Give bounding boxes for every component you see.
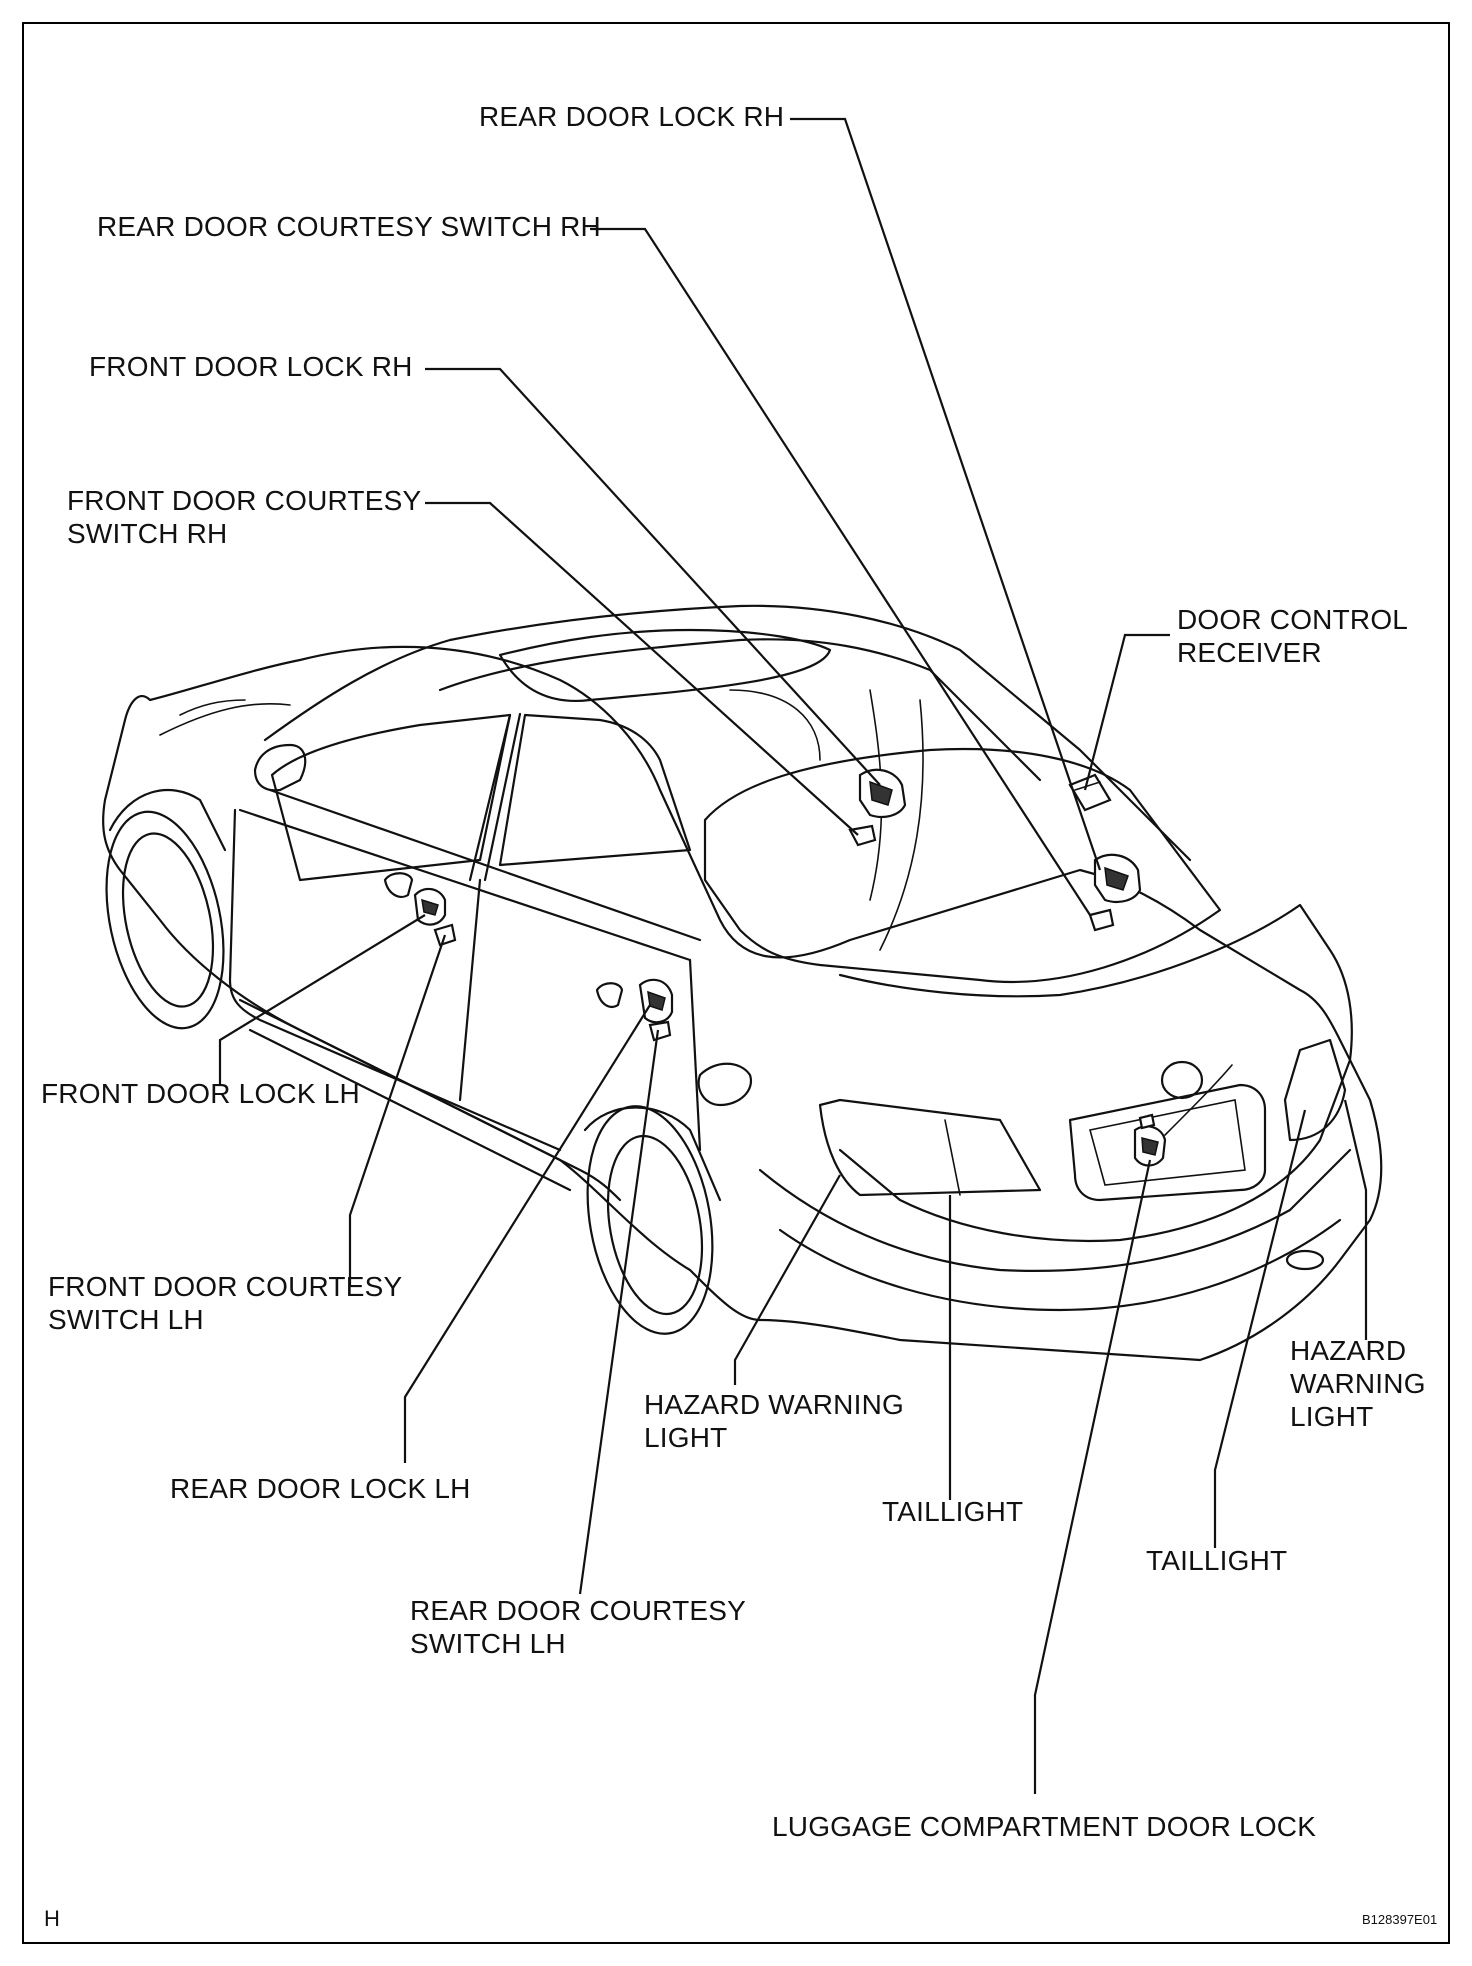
label-line: SWITCH LH [410,1628,566,1659]
leader-lines [218,117,1368,1794]
corner-letter: H [44,1906,60,1931]
label-line: SWITCH LH [48,1304,204,1335]
rear-door-lock-lh-part [638,978,674,1042]
figure-code: B128397E01 [1362,1912,1438,1927]
label-rear-door-courtesy-switch-lh: REAR DOOR COURTESY SWITCH LH [410,1594,746,1660]
label-taillight-center: TAILLIGHT [882,1496,1024,1527]
label-front-door-lock-rh: FRONT DOOR LOCK RH [89,351,413,382]
label-line: RECEIVER [1177,637,1322,668]
label-line: SWITCH RH [67,518,228,549]
label-line: WARNING [1290,1368,1426,1399]
label-luggage-compartment-door-lock: LUGGAGE COMPARTMENT DOOR LOCK [772,1811,1317,1842]
label-front-door-lock-lh: FRONT DOOR LOCK LH [41,1078,360,1109]
label-line: HAZARD WARNING [644,1389,904,1420]
car-outline [102,604,1383,1362]
door-control-receiver-part [1068,773,1112,812]
label-taillight-right: TAILLIGHT [1146,1545,1288,1576]
label-hazard-warning-light-center: HAZARD WARNING LIGHT [644,1388,904,1454]
label-line: FRONT DOOR COURTESY [67,485,422,516]
label-line: REAR DOOR COURTESY [410,1595,747,1626]
label-door-control-receiver: DOOR CONTROL RECEIVER [1177,603,1408,669]
label-line: LIGHT [644,1422,728,1453]
component-parts [413,768,1233,1167]
label-line: DOOR CONTROL [1177,604,1409,635]
label-rear-door-lock-lh: REAR DOOR LOCK LH [170,1473,471,1504]
label-line: HAZARD [1290,1335,1407,1366]
label-front-door-courtesy-switch-rh: FRONT DOOR COURTESY SWITCH RH [67,484,421,550]
figure-frame [22,22,1450,1944]
luggage-door-lock-part [1133,1064,1233,1167]
label-rear-door-courtesy-switch-rh: REAR DOOR COURTESY SWITCH RH [97,211,601,242]
rear-door-lock-rh-part [1088,853,1142,932]
label-hazard-warning-light-right: HAZARD WARNING LIGHT [1290,1334,1426,1433]
label-line: LIGHT [1290,1401,1374,1432]
label-line: FRONT DOOR COURTESY [48,1271,403,1302]
label-front-door-courtesy-switch-lh: FRONT DOOR COURTESY SWITCH LH [48,1270,402,1336]
label-rear-door-lock-rh: REAR DOOR LOCK RH [479,101,785,132]
front-door-lock-rh-part [848,768,907,847]
